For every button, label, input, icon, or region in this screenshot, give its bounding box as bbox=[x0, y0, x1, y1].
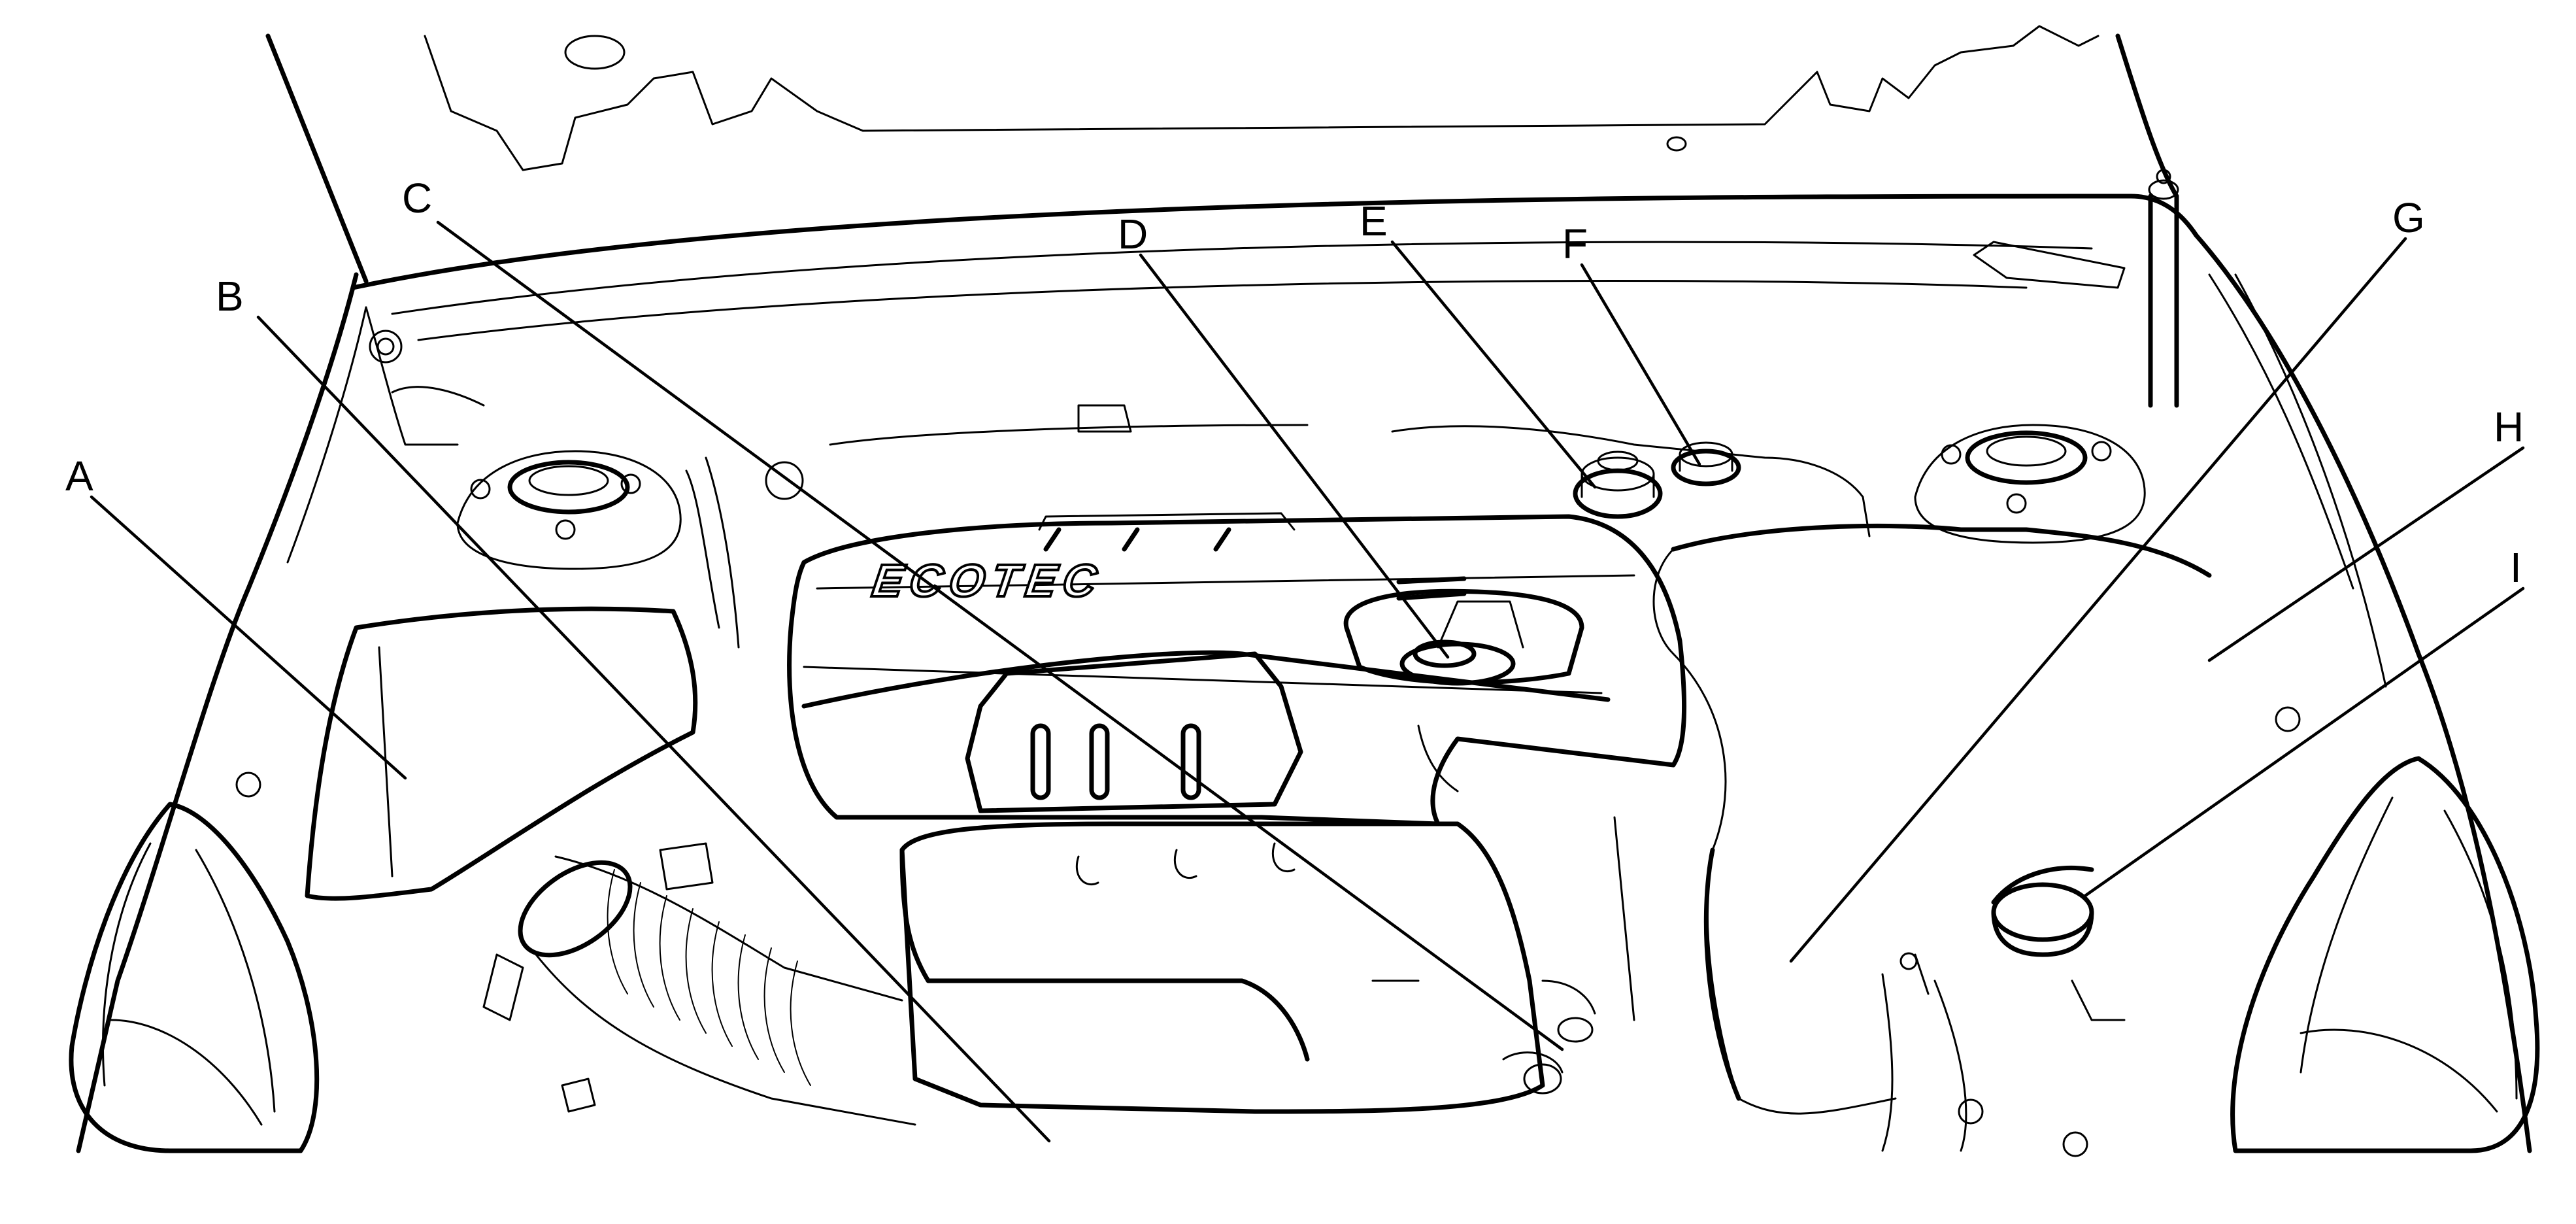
brake-fluid-reservoir-cap bbox=[1573, 450, 1663, 519]
leader-line-H bbox=[2207, 446, 2525, 662]
engine-cover: ECOTEC bbox=[787, 512, 1687, 826]
callout-label-I: I bbox=[2510, 544, 2522, 591]
oil-fill-opening bbox=[1343, 588, 1584, 686]
engine-bay-detail bbox=[235, 306, 2301, 1114]
callout-label-A: A bbox=[65, 452, 93, 500]
reservoir-line bbox=[1391, 425, 1871, 537]
leader-line-I bbox=[2083, 586, 2525, 898]
leader-line-E bbox=[1390, 240, 1597, 489]
callout-labels: A B C D E F G H I bbox=[65, 175, 2524, 591]
left-strut-tower bbox=[456, 450, 682, 570]
callout-label-C: C bbox=[402, 175, 432, 222]
engine-cover-logo-text: ECOTEC bbox=[869, 554, 1107, 606]
leader-line-G bbox=[1789, 237, 2407, 963]
callout-label-B: B bbox=[216, 273, 244, 320]
hood-strut bbox=[2148, 169, 2179, 408]
right-headlamp bbox=[2230, 756, 2540, 1153]
callout-label-G: G bbox=[2392, 194, 2425, 241]
callout-label-D: D bbox=[1118, 211, 1148, 258]
leader-line-B bbox=[256, 315, 1051, 1143]
callout-label-H: H bbox=[2494, 403, 2524, 450]
air-cleaner-box bbox=[305, 606, 698, 901]
intake-duct bbox=[518, 855, 916, 1126]
coolant-reservoir bbox=[1881, 866, 2094, 1157]
leader-line-F bbox=[1580, 263, 1701, 466]
leader-line-D bbox=[1139, 253, 1450, 659]
body-outline bbox=[76, 233, 2532, 1153]
callout-label-E: E bbox=[1360, 197, 1388, 245]
left-headlamp bbox=[69, 802, 320, 1153]
callout-leader-lines bbox=[90, 220, 2525, 1143]
leader-line-A bbox=[90, 495, 407, 780]
battery-panel bbox=[1652, 523, 2212, 1115]
leader-line-C bbox=[436, 220, 1564, 1051]
hood bbox=[265, 25, 2199, 341]
right-strut-tower bbox=[1914, 424, 2146, 544]
callout-label-F: F bbox=[1562, 220, 1588, 267]
